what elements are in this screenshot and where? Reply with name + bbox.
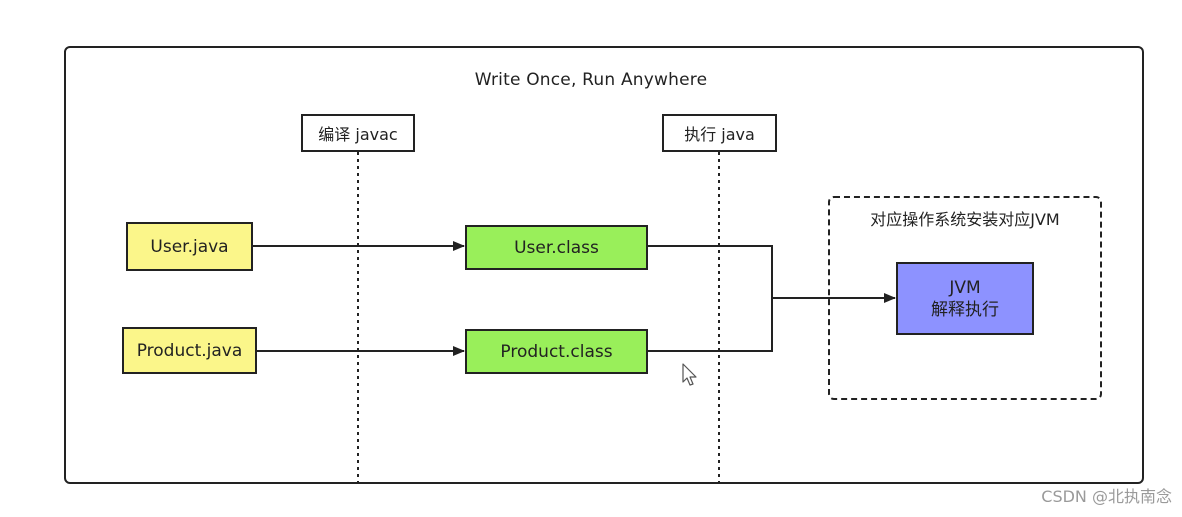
execute-stage-label: 执行 java — [662, 114, 777, 152]
jvm-box: JVM 解释执行 — [896, 262, 1034, 335]
product-java-box: Product.java — [122, 327, 257, 374]
product-execute-connector — [648, 298, 773, 352]
user-java-box: User.java — [126, 222, 253, 271]
compile-stage-label: 编译 javac — [301, 114, 415, 152]
environment-label: 对应操作系统安装对应JVM — [870, 210, 1060, 229]
watermark: CSDN @北执南念 — [1041, 487, 1172, 506]
diagram-title: Write Once, Run Anywhere — [474, 70, 708, 90]
user-class-box: User.class — [465, 225, 648, 270]
mouse-cursor-icon — [682, 363, 697, 386]
product-class-box: Product.class — [465, 329, 648, 374]
jvm-subtitle: 解释执行 — [931, 299, 999, 320]
outer-frame — [64, 46, 1144, 484]
jvm-title: JVM — [949, 277, 981, 298]
jvm-environment-region — [828, 196, 1102, 400]
user-execute-connector — [648, 245, 773, 298]
